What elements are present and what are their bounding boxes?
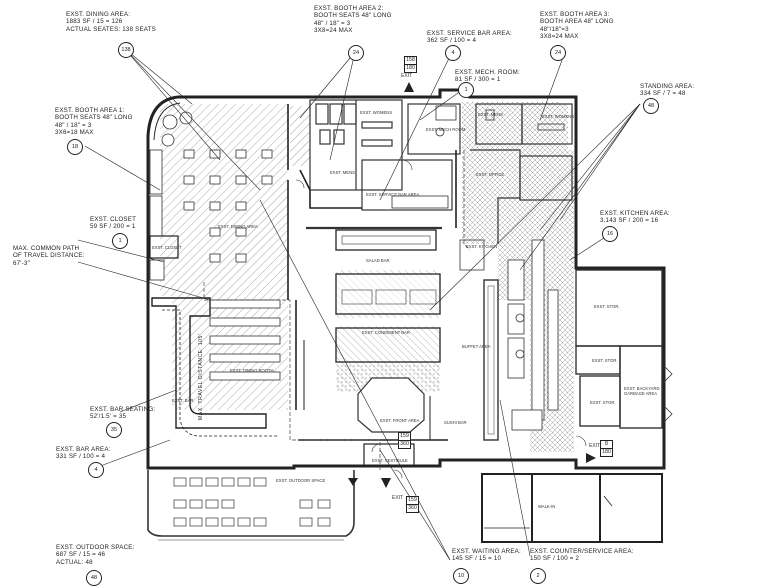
room-sushi: SUSHI BAR xyxy=(444,420,467,425)
callout-service-bar: EXST. SERVICE BAR AREA: 362 SF / 100 = 4 xyxy=(427,30,512,45)
badge-closet: 1 xyxy=(112,233,128,249)
badge-outdoor: 48 xyxy=(86,570,102,586)
exit-lobby-tag[interactable]: 159 360 xyxy=(398,432,411,449)
exit-right-tag[interactable]: 8 180 xyxy=(600,440,613,457)
badge-kitchen: 16 xyxy=(602,226,618,242)
callout-bar: EXST. BAR AREA: 331 SF / 100 = 4 xyxy=(56,446,111,461)
badge-booth3: 24 xyxy=(550,45,566,61)
room-dining: EXST. DINING AREA xyxy=(218,224,258,229)
outdoor-patio xyxy=(147,470,355,541)
room-service-bar: EXST. SERVICE BAR AREA xyxy=(366,192,420,197)
door-swings xyxy=(295,159,587,479)
room-mens-right: EXST. MENS xyxy=(478,112,503,117)
room-buffet: BUFFET AREA xyxy=(462,344,491,349)
callout-booth2: EXST. BOOTH AREA 2: BOOTH SEATS 48" LONG… xyxy=(314,5,392,35)
room-office: EXST. OFFICE xyxy=(476,172,505,177)
storage-rooms xyxy=(575,269,673,429)
badge-dining: 138 xyxy=(118,42,134,58)
bar-counter xyxy=(149,235,278,437)
callout-mech-room: EXST. MECH. ROOM: 81 SF / 300 = 1 xyxy=(455,69,520,84)
badge-counter: 2 xyxy=(530,568,546,584)
room-dining-booth: EXST. DINING BOOTH xyxy=(230,368,274,373)
room-stor-3: EXST. STOR. xyxy=(590,400,616,405)
room-stor-2: EXST. STOR. xyxy=(592,358,618,363)
room-stor-1: EXST. STOR. xyxy=(594,304,620,309)
kitchen-equipment xyxy=(507,239,559,431)
buffet-fixtures xyxy=(306,226,499,441)
restroom-block xyxy=(309,99,461,211)
room-bar: EXST. BAR xyxy=(172,398,194,403)
callout-standing: STANDING AREA: 334 SF / 7 = 48 xyxy=(640,83,695,98)
badge-booth2: 24 xyxy=(348,45,364,61)
room-mens-left: EXST. MENS xyxy=(330,170,355,175)
callout-booth1: EXST. BOOTH AREA 1: BOOTH SEATS 48" LONG… xyxy=(55,107,133,137)
room-kitchen: EXST. KITCHEN xyxy=(466,244,498,249)
exit-top-label: EXIT xyxy=(401,73,413,79)
room-womens-right: EXST. WOMENS xyxy=(542,114,575,119)
badge-bar: 4 xyxy=(88,462,104,478)
callout-booth3: EXST. BOOTH AREA 3: BOOTH AREA 48" LONG … xyxy=(540,11,614,41)
exit-bottom-label: EXIT xyxy=(392,495,404,501)
callout-counter: EXST. COUNTER/SERVICE AREA: 150 SF / 100… xyxy=(530,548,634,563)
exit-arrows[interactable] xyxy=(348,82,596,488)
callout-bar-seating: EXST. BAR SEATING: 52'/1.5' = 35 xyxy=(90,406,156,421)
room-salad-bar: SALAD BAR xyxy=(366,258,390,263)
exit-top-tag[interactable]: 158 180 xyxy=(404,56,417,73)
travel-distance-label: MAX. TRAVEL DISTANCE: 105' xyxy=(198,333,204,420)
room-lobby: EXST. VESTIBULE xyxy=(372,458,408,463)
room-backyard: EXST. BACKYARD GARBAGE AREA xyxy=(624,386,660,396)
travel-path xyxy=(203,150,471,470)
callout-outdoor: EXST. OUTDOOR SPACE: 687 SF / 15 = 46 AC… xyxy=(56,544,135,566)
right-rooms xyxy=(459,103,573,271)
callout-closet: EXST. CLOSET 59 SF / 200 = 1 xyxy=(90,216,137,231)
badge-waiting: 10 xyxy=(453,568,469,584)
booth-seating xyxy=(149,111,273,281)
badge-standing: 48 xyxy=(643,98,659,114)
room-mech: EXST. MECH ROOM xyxy=(426,127,466,132)
room-closet: EXST. CLOSET xyxy=(152,245,182,250)
room-outdoor: EXST. OUTDOOR SPACE xyxy=(276,478,326,483)
room-walk-in: WALK-IN xyxy=(538,504,556,509)
room-condiment: EXST. CONDIMENT BAR xyxy=(362,330,410,335)
exit-bottom-tag[interactable]: 159 360 xyxy=(406,496,419,513)
exit-right-label: EXIT xyxy=(589,443,601,449)
room-womens-left: EXST. WOMENS xyxy=(360,110,393,115)
walk-in-block xyxy=(481,473,663,543)
callout-waiting: EXST. WAITING AREA: 145 SF / 15 = 10 xyxy=(452,548,521,563)
badge-bar-seating: 35 xyxy=(106,422,122,438)
badge-service-bar: 4 xyxy=(445,45,461,61)
booth-rows xyxy=(209,299,281,381)
badge-booth1: 18 xyxy=(67,139,83,155)
callout-dining: EXST. DINING AREA: 1883 SF / 15 = 126 AC… xyxy=(66,11,156,33)
badge-mech-room: 1 xyxy=(458,82,474,98)
callout-kitchen: EXST. KITCHEN AREA: 3,143 SF / 200 = 16 xyxy=(600,210,670,225)
room-front: EXST. FRONT AREA xyxy=(380,418,420,423)
callout-travel: MAX. COMMON PATH OF TRAVEL DISTANCE: 67'… xyxy=(13,245,85,267)
